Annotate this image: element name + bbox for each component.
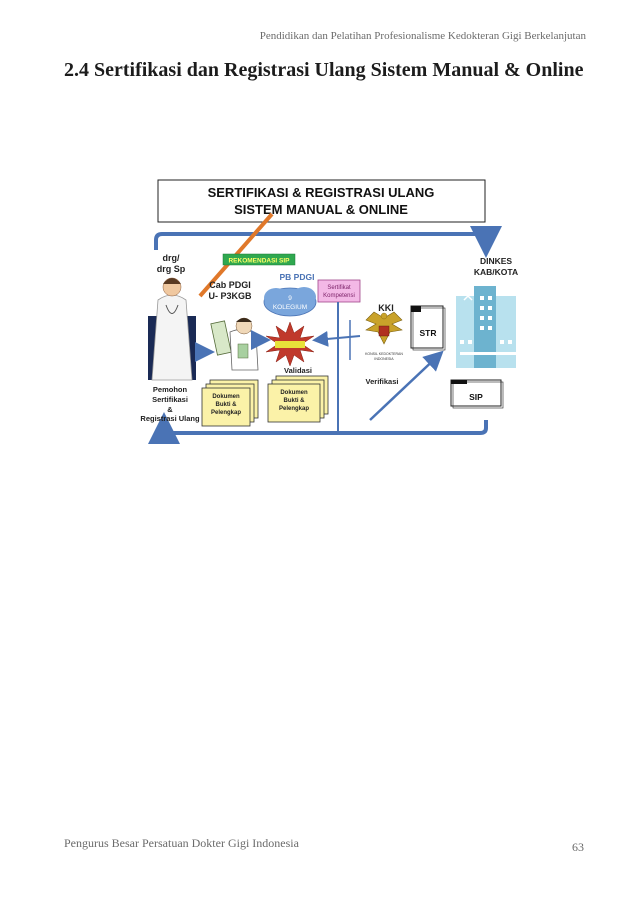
kolegium-label-line2: KOLEGIUM: [273, 304, 307, 311]
cab-pdgi-officer-icon: [211, 318, 258, 370]
sertifikat-label-line2: Kompetensi: [323, 293, 355, 299]
drg-label-line2: drg Sp: [157, 264, 186, 274]
kki-label: KKI: [378, 303, 394, 313]
kolegium-label-line1: 9: [288, 295, 292, 302]
sip-label: SIP: [469, 392, 483, 402]
diagram-title-line1: SERTIFIKASI & REGISTRASI ULANG: [208, 185, 435, 200]
dinkes-label-line1: DINKES: [480, 256, 512, 266]
verifikasi-arrow: [370, 354, 440, 420]
dokumen-left-line3: Pelengkap: [211, 410, 241, 416]
dokumen-left-line2: Bukti &: [216, 402, 238, 408]
str-label: STR: [420, 328, 437, 338]
drg-label-line1: drg/: [163, 253, 180, 263]
dokumen-right-line2: Bukti &: [284, 398, 306, 404]
pemohon-label-line4: Registrasi Ulang: [140, 414, 200, 423]
top-flow-arrow: [156, 234, 486, 250]
kki-seal-caption-line2: INDONESIA: [374, 357, 394, 361]
verifikasi-label: Verifikasi: [366, 377, 399, 386]
pb-pdgi-label: PB PDGI: [280, 272, 315, 282]
rekomendasi-sip-label: REKOMENDASI SIP: [228, 258, 290, 265]
dokumen-right-line3: Pelengkap: [279, 406, 309, 412]
kki-garuda-emblem-icon: [366, 312, 402, 344]
pemohon-label-line2: Sertifikasi: [152, 395, 188, 404]
sertifikat-label-line1: Sertifikat: [327, 285, 351, 291]
dokumen-right-line1: Dokumen: [280, 390, 308, 396]
hospital-building-icon: [456, 286, 516, 368]
doctor-figure-icon: [148, 278, 196, 380]
validasi-label: Validasi: [284, 366, 312, 375]
dokumen-left-line1: Dokumen: [212, 394, 240, 400]
footer-publisher: Pengurus Besar Persatuan Dokter Gigi Ind…: [64, 836, 299, 851]
pemohon-label-line1: Pemohon: [153, 385, 188, 394]
dinkes-label-line2: KAB/KOTA: [474, 267, 518, 277]
cab-pdgi-label-line1: Cab PDGI: [209, 280, 251, 290]
pemohon-label-line3: &: [167, 405, 173, 414]
kki-seal-caption-line1: KONSIL KEDOKTERAN: [365, 352, 403, 356]
starburst-label-box: [275, 341, 305, 348]
page-number: 63: [572, 840, 584, 855]
diagram-title-line2: SISTEM MANUAL & ONLINE: [234, 202, 408, 217]
cab-pdgi-label-line2: U- P3KGB: [208, 291, 252, 301]
